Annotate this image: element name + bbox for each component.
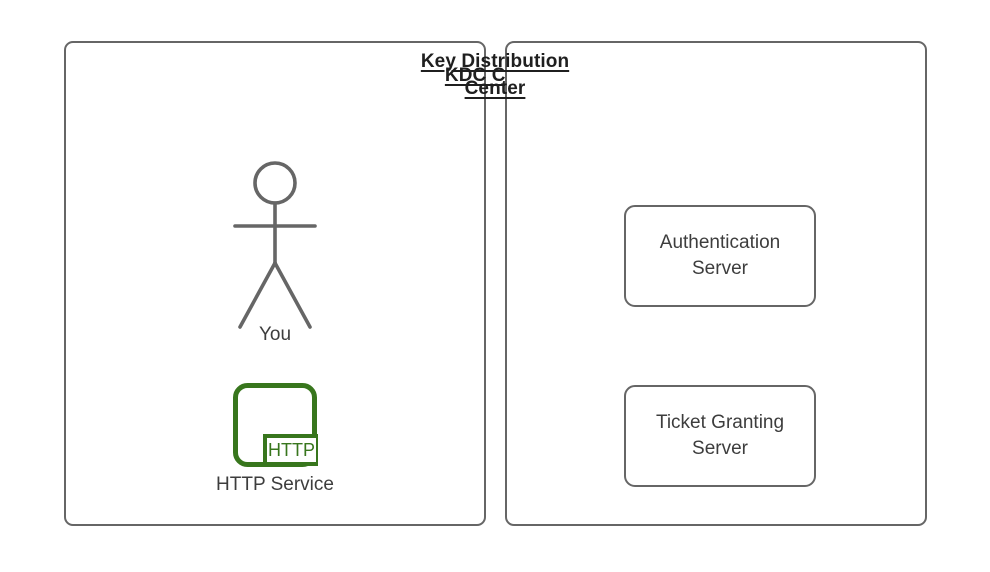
panel-title-kdc-line-1: Key Distribution bbox=[420, 51, 570, 72]
stick-figure-head bbox=[253, 161, 297, 205]
box-ticket-granting-server-label: Ticket Granting Server bbox=[655, 412, 785, 459]
box-ticket-granting-server[interactable]: Ticket Granting Server bbox=[624, 385, 816, 487]
panel-title-key-distribution-center: Key Distribution Center bbox=[0, 48, 990, 102]
http-badge-box bbox=[263, 434, 318, 466]
stick-figure-leg-right bbox=[273, 261, 312, 329]
stick-figure-leg-left bbox=[238, 261, 277, 329]
actor-label-you: You bbox=[258, 324, 292, 345]
box-authentication-server[interactable]: Authentication Server bbox=[624, 205, 816, 307]
service-label-http-service: HTTP Service bbox=[216, 474, 334, 495]
box-authentication-server-label: Authentication Server bbox=[659, 232, 781, 279]
panel-title-kdc-line-2: Center bbox=[464, 78, 526, 99]
stick-figure-icon bbox=[210, 155, 340, 335]
http-service-icon: HTTP bbox=[232, 382, 318, 468]
http-badge-text: HTTP bbox=[268, 440, 315, 460]
